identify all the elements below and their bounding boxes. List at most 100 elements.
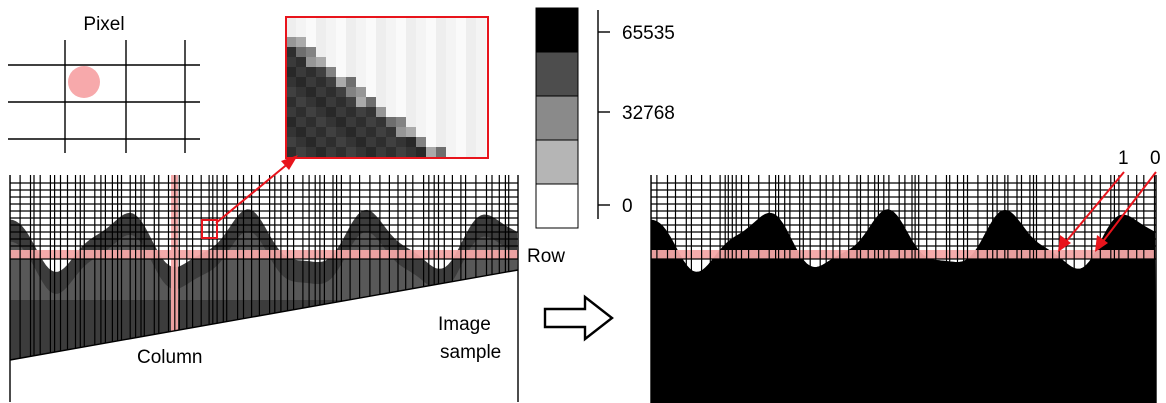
inset-pixel [386,37,397,48]
inset-pixel [306,117,317,128]
inset-pixel [426,47,437,58]
inset-pixel [376,57,387,68]
column-label: Column [137,347,202,368]
inset-pixel [326,27,337,38]
inset-pixel [436,127,447,138]
inset-pixel [456,17,467,28]
inset-pixel [306,107,317,118]
inset-pixel [346,17,357,28]
inset-pixel [316,147,327,158]
binary-one-arrow [1058,171,1125,252]
inset-pixel [406,67,417,78]
inset-pixel [426,57,437,68]
inset-pixel [356,57,367,68]
scale-block [535,51,579,97]
inset-pixel [356,127,367,138]
row-highlight [10,250,518,259]
inset-pixel [306,37,317,48]
image-sample: Column Image sample Row [9,175,565,402]
inset-pixel [426,147,437,158]
inset-pixel [446,17,457,28]
inset-pixel [346,47,357,58]
inset-pixel [366,147,377,158]
inset-pixel [406,17,417,28]
inset-pixel [316,47,327,58]
inset-pixel [396,87,407,98]
inset-pixel [436,97,447,108]
inset-pixel [376,127,387,138]
inset-pixel [416,47,427,58]
inset-pixel [346,67,357,78]
inset-pixel [406,147,417,158]
sample-wedge-edge [9,269,519,361]
inset-pixel [476,57,487,68]
inset-pixel [346,27,357,38]
inset-pixel [336,77,347,88]
inset-pixel [396,27,407,38]
pixel-grid-lines [8,40,200,153]
image-light-trough [10,231,518,300]
inset-pixel [326,17,337,28]
inset-pixel [376,67,387,78]
image-sample-label-line1: Image [438,314,491,335]
inset-pixel [466,37,477,48]
inset-pixel [346,87,357,98]
inset-pixel [446,97,457,108]
inset-pixel [356,107,367,118]
inset-pixel [296,77,307,88]
inset-pixel [336,87,347,98]
inset-pixel [436,77,447,88]
sample-wedge [10,270,518,402]
inset-pixel [376,137,387,148]
inset-pixel [396,37,407,48]
scale-block [535,183,579,229]
inset-pixel [386,87,397,98]
inset-pixel [406,27,417,38]
inset-pixel [426,107,437,118]
inset-pixel [436,57,447,68]
inset-pixel [466,17,477,28]
inset-pixel [286,147,297,158]
inset-pixel [356,47,367,58]
inset-pixel [446,77,457,88]
inset-pixel [316,27,327,38]
inset-pixel [416,87,427,98]
inset-pixel [286,47,297,58]
inset-pixel [286,27,297,38]
inset-pixel [286,77,297,88]
inset-pixel [416,27,427,38]
inset-pixel [446,107,457,118]
inset-pixel [416,117,427,128]
inset-pixel [316,127,327,138]
inset-pixel [386,17,397,28]
inset-pixel [386,27,397,38]
inset-pixel [366,117,377,128]
inset-pixel [306,97,317,108]
inset-pixel [416,127,427,138]
row-label: Row [527,246,565,267]
inset-pixel [476,67,487,78]
inset-pixel [366,137,377,148]
inset-pixel [476,87,487,98]
inset-pixel [396,77,407,88]
inset-pixel [326,47,337,58]
inset-pixel [346,107,357,118]
inset-pixel [326,87,337,98]
inset-pixel [416,77,427,88]
inset-pixel [466,67,477,78]
zoom-inset [215,16,489,224]
inset-pixel [366,127,377,138]
inset-pixel [316,17,327,28]
scale-block [535,7,579,53]
inset-pixel [306,147,317,158]
inset-pixel [366,17,377,28]
inset-pixel [446,37,457,48]
inset-pixel [446,27,457,38]
inset-pixel [356,77,367,88]
inset-pixel [326,77,337,88]
inset-pixel [386,67,397,78]
inset-pixel [356,117,367,128]
inset-pixel [356,17,367,28]
inset-pixel [286,57,297,68]
inset-pixel [316,57,327,68]
